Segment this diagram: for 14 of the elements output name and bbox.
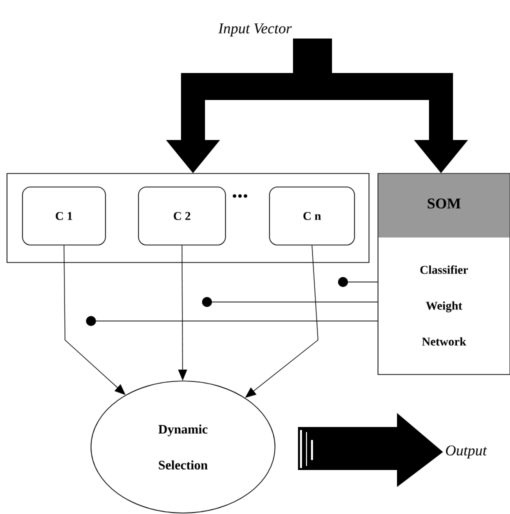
arrow — [245, 245, 318, 398]
block-arrow — [298, 413, 444, 487]
thick-arrow — [293, 38, 468, 174]
process-box: C 1 — [22, 186, 106, 246]
ellipsis-label: ... — [232, 194, 248, 198]
italic-label: Input Vector — [218, 24, 292, 36]
process-box: C n — [269, 186, 355, 246]
som-box: SOM Classifier Weight Network — [378, 173, 510, 375]
connector-line — [86, 316, 378, 326]
process-box: C 2 — [138, 186, 226, 246]
connector-line — [338, 277, 378, 287]
group-box — [6, 173, 370, 263]
italic-label: Output — [446, 445, 488, 459]
connector-line — [202, 297, 378, 307]
